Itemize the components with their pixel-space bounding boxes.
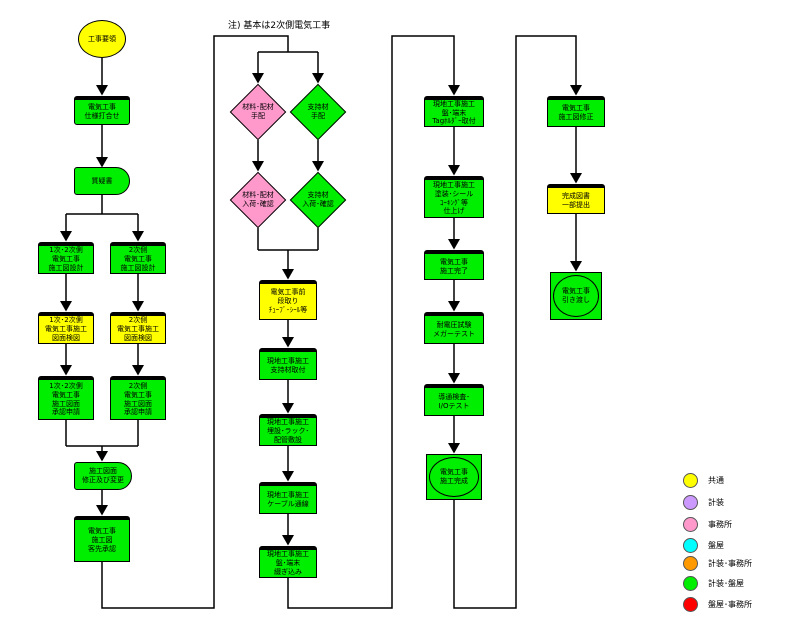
legend-instrumentation-panel-label: 計装･盤屋 <box>708 579 744 588</box>
legend-office-swatch <box>683 517 698 532</box>
legend-instrumentation-office-swatch <box>683 556 698 571</box>
legend-instrumentation-office: 計装･事務所 <box>683 556 752 571</box>
design-1-2-node: 1次･2次側 電気工事 施工図設計 <box>38 242 94 274</box>
design-2-node: 2次側 電気工事 施工図設計 <box>110 242 166 274</box>
work-finished-label: 電気工事 施工完成 <box>429 457 479 497</box>
work-complete-node: 電気工事 施工完了 <box>424 250 484 280</box>
handover-label: 電気工事 引き渡し <box>553 275 599 317</box>
conduit-laying-node: 現地工事施工 埋設･ラック･ 配管敷設 <box>259 414 317 446</box>
check-2-node: 2次側 電気工事施工 図面検図 <box>110 312 166 344</box>
legend-common-swatch <box>683 473 698 488</box>
megger-test-node: 耐電圧試験 メガーテスト <box>424 312 484 344</box>
io-test-node: 導通検査･ I/Oテスト <box>424 384 484 416</box>
legend-common-label: 共通 <box>708 476 724 485</box>
material-order-label: 材料･配材 手配 <box>242 102 274 120</box>
client-approval-node: 電気工事 施工図 客先承認 <box>74 516 130 562</box>
legend-instrumentation-label: 計装 <box>708 498 724 507</box>
preparation-node: 電気工事前 段取り ﾁｭｰﾌﾞ･ｼｰﾙ等 <box>259 280 317 320</box>
legend-panel-maker: 盤屋 <box>683 538 724 553</box>
finishing-node: 現地工事施工 塗装･シール ｺｰｷﾝｸﾞ等 仕上げ <box>424 176 484 218</box>
start-node: 工事要領 <box>78 20 126 58</box>
support-receipt-decision: 支持材 入荷･確認 <box>289 171 347 229</box>
completion-docs-node: 完成図書 一部提出 <box>547 184 605 214</box>
legend-instrumentation-panel: 計装･盤屋 <box>683 576 744 591</box>
legend-panel-office-swatch <box>683 597 698 612</box>
termination-node: 現地工事施工 盤･端末 綴ぎ込み <box>259 546 317 578</box>
legend-instrumentation-swatch <box>683 495 698 510</box>
drawing-revision-node: 電気工事 施工図修正 <box>547 96 605 127</box>
legend-office-label: 事務所 <box>708 520 732 529</box>
legend-panel-office: 盤屋･事務所 <box>683 597 752 612</box>
approval-request-2-node: 2次側 電気工事 施工図面 承認申請 <box>110 376 166 420</box>
support-order-decision: 支持材 手配 <box>289 83 347 141</box>
revision-node: 施工図面 修正及び変更 <box>74 462 132 490</box>
handover-node: 電気工事 引き渡し <box>550 272 602 320</box>
material-order-decision: 材料･配材 手配 <box>229 83 287 141</box>
legend-panel-maker-label: 盤屋 <box>708 541 724 550</box>
support-install-node: 現地工事施工 支持材取付 <box>259 348 317 380</box>
material-receipt-label: 材料･配材 入荷･確認 <box>242 190 274 208</box>
legend-office: 事務所 <box>683 517 732 532</box>
legend-panel-maker-swatch <box>683 538 698 553</box>
legend-instrumentation-office-label: 計装･事務所 <box>708 559 752 568</box>
inquiry-node: 質疑書 <box>74 167 130 195</box>
legend-instrumentation-panel-swatch <box>683 576 698 591</box>
note-text: 注) 基本は2次側電気工事 <box>228 21 331 31</box>
legend-panel-office-label: 盤屋･事務所 <box>708 600 752 609</box>
material-receipt-decision: 材料･配材 入荷･確認 <box>229 171 287 229</box>
check-1-2-node: 1次･2次側 電気工事施工 図面検図 <box>38 312 94 344</box>
legend-common: 共通 <box>683 473 724 488</box>
work-finished-node: 電気工事 施工完成 <box>426 454 482 500</box>
approval-request-1-2-node: 1次･2次側 電気工事 施工図面 承認申請 <box>38 376 94 420</box>
legend-instrumentation: 計装 <box>683 495 724 510</box>
support-receipt-label: 支持材 入荷･確認 <box>302 190 334 208</box>
spec-meeting-node: 電気工事 仕様打合せ <box>74 96 130 125</box>
support-order-label: 支持材 手配 <box>307 102 329 120</box>
cable-pulling-node: 現地工事施工 ケーブル通線 <box>259 482 317 514</box>
tag-holder-node: 現地工事施工 盤･端末 Tagﾎﾙﾀﾞｰ取付 <box>424 96 484 127</box>
